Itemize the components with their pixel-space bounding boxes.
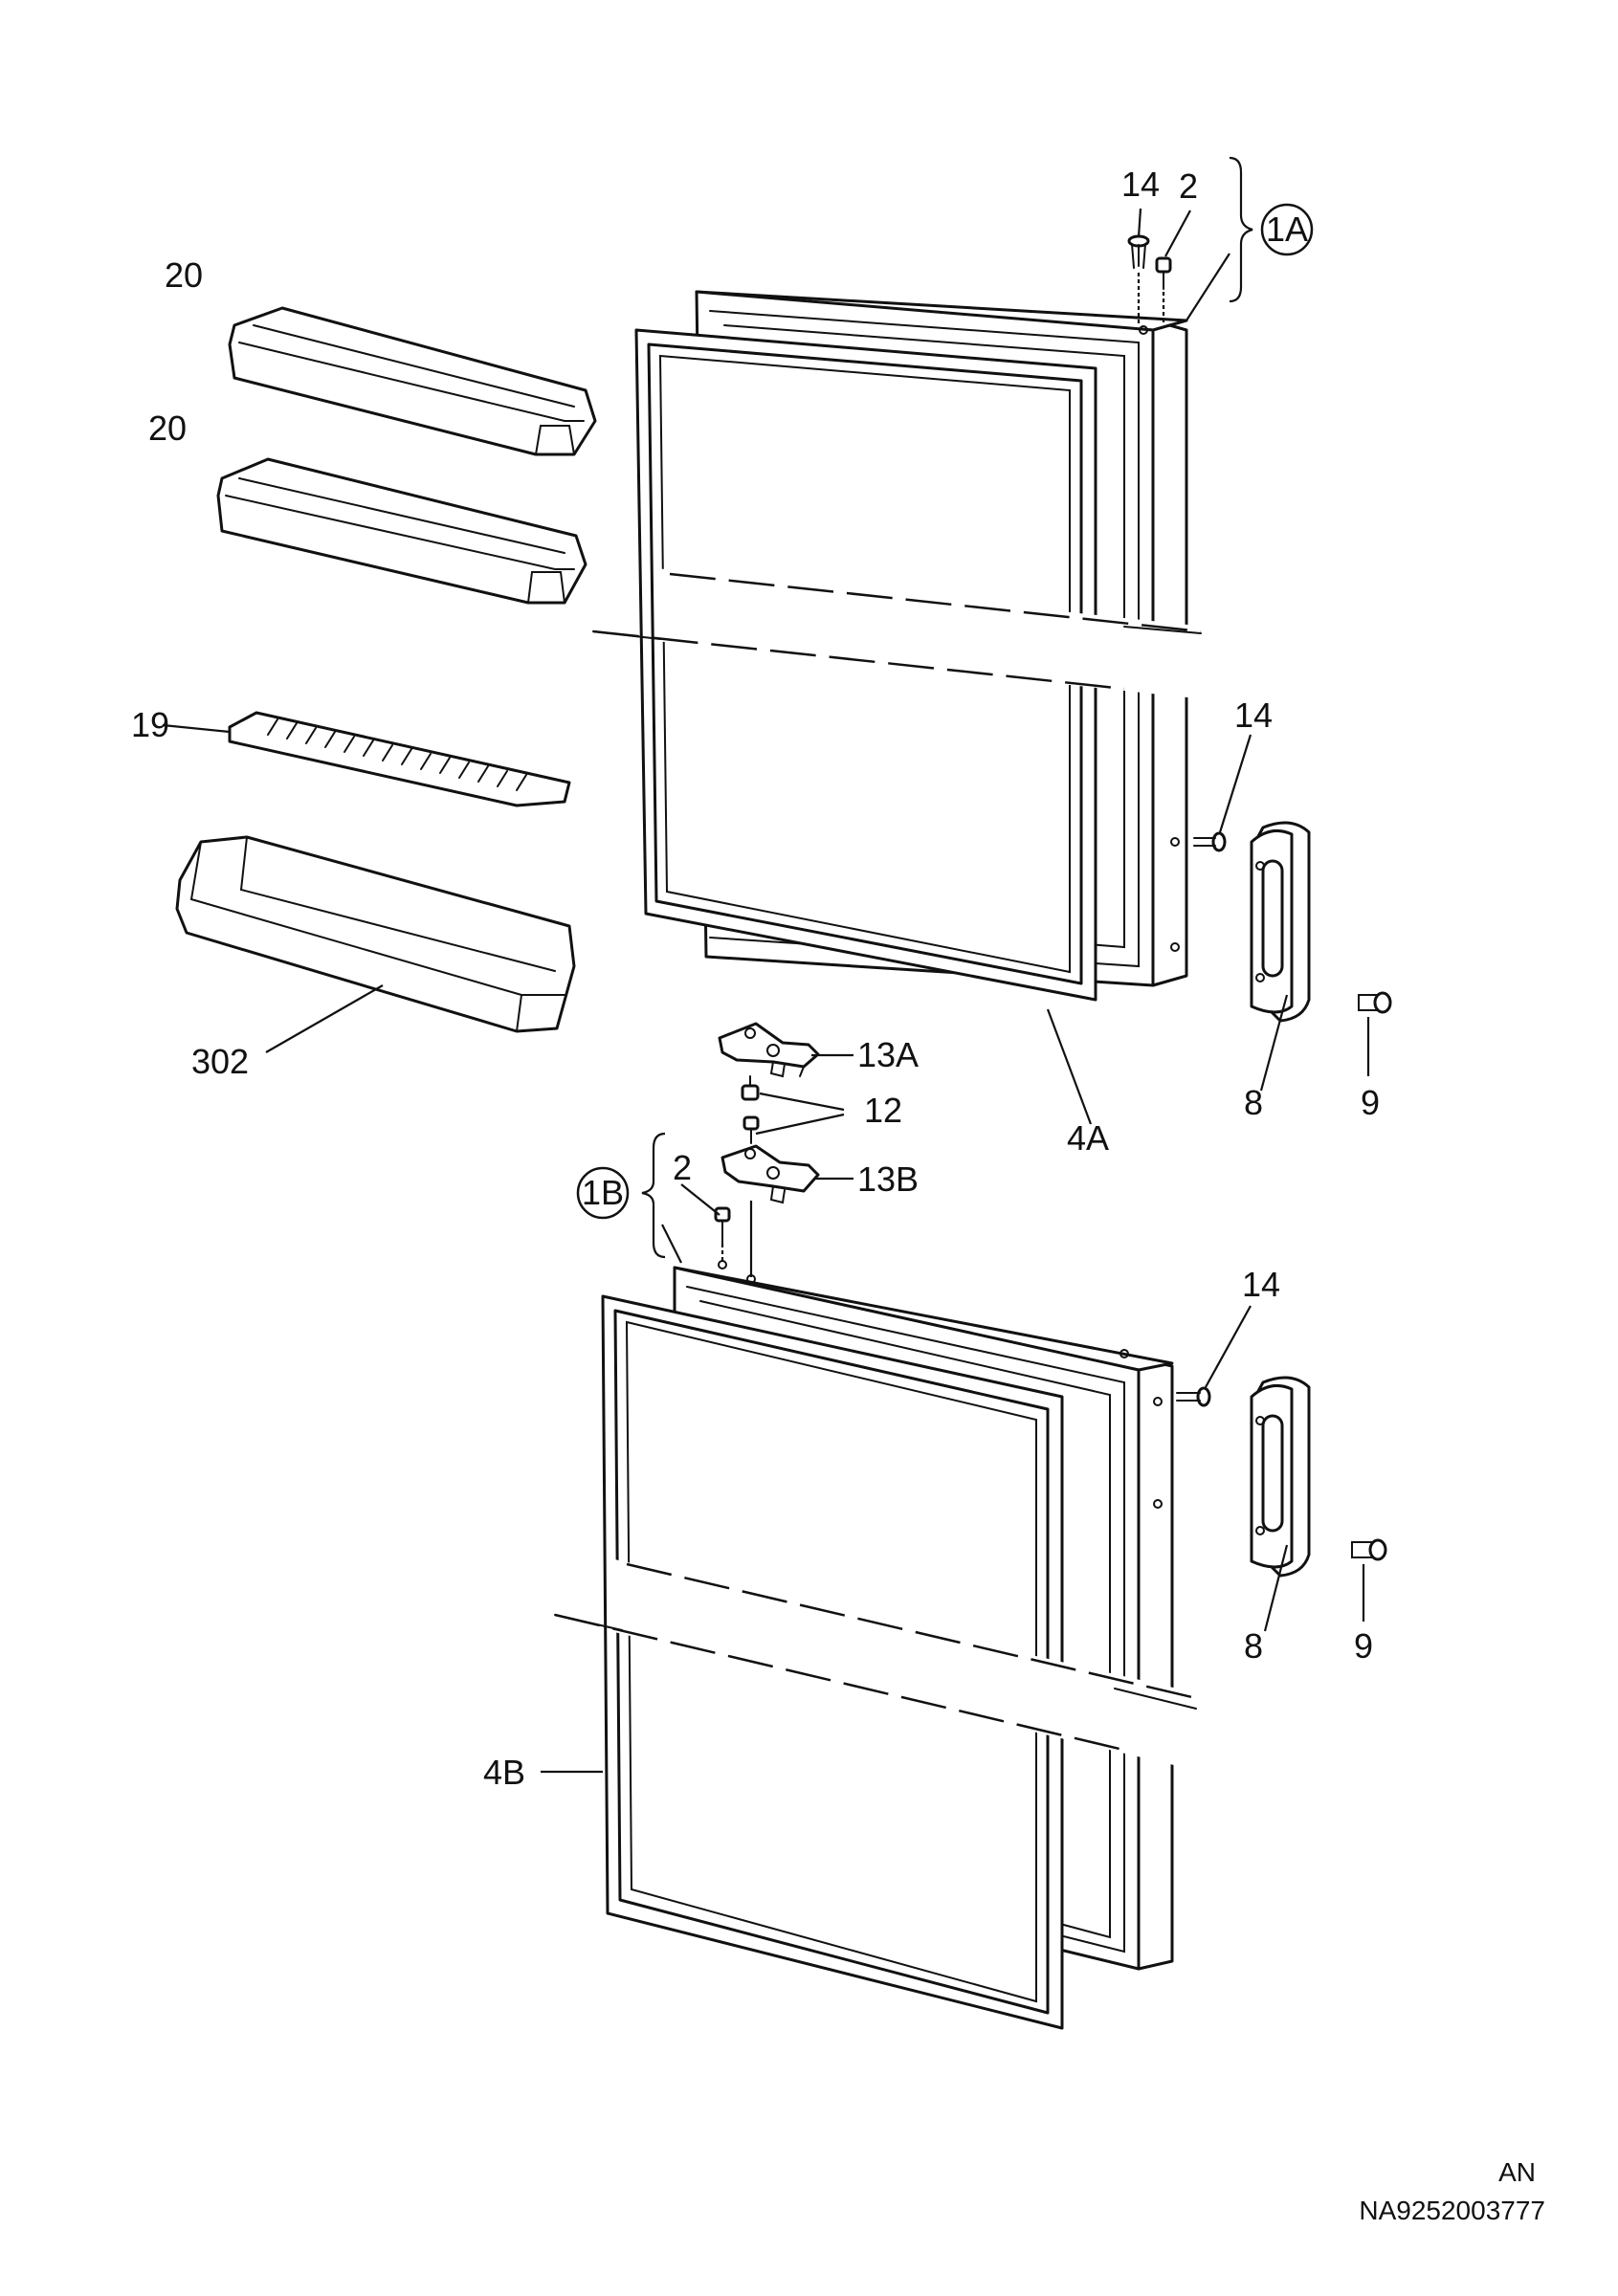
group-1b-circle (576, 1166, 630, 1220)
hinge-pin-14-low (1176, 1386, 1211, 1407)
hinge-pin-14-mid (1193, 831, 1227, 852)
part-13b-label: 13B (857, 1159, 919, 1199)
screw-9-upper (1358, 991, 1392, 1014)
leader-lines (162, 208, 1370, 1774)
group-1a-circle (1260, 203, 1314, 256)
part-20a-label: 20 (165, 255, 203, 295)
part-12-label: 12 (864, 1091, 902, 1130)
hinge-13a (718, 1022, 820, 1078)
hinge-13b (720, 1144, 820, 1204)
screw-2-lower (714, 1206, 731, 1245)
part-8-upper-label: 8 (1244, 1083, 1263, 1122)
part-9-upper-label: 9 (1361, 1083, 1380, 1122)
hinge-pin-14-top (1127, 234, 1150, 269)
part-4a-label: 4A (1067, 1118, 1109, 1158)
bushing-12-bottom (743, 1115, 760, 1144)
door-bin-20-mid (216, 457, 587, 605)
door-rail-19 (228, 711, 571, 807)
group-1a-label: 1A (1266, 210, 1308, 249)
part-2-lower-label: 2 (673, 1148, 692, 1187)
brace-1a (1229, 156, 1253, 303)
door-handle-8-upper (1250, 821, 1311, 1023)
part-2-top-label: 2 (1179, 166, 1198, 206)
part-9-lower-label: 9 (1354, 1626, 1373, 1666)
door-bin-302 (175, 835, 576, 1033)
lower-door-break (554, 1558, 1197, 1771)
door-handle-8-lower (1250, 1376, 1311, 1578)
part-14-top-label: 14 (1121, 165, 1160, 204)
part-8-lower-label: 8 (1244, 1626, 1263, 1666)
part-14-mid-label: 14 (1234, 695, 1273, 735)
brace-1b (641, 1132, 666, 1259)
part-19-label: 19 (131, 705, 169, 744)
drawing-code: NA9252003777 (1359, 2196, 1545, 2225)
bushing-12-top (741, 1075, 760, 1101)
screw-9-lower (1351, 1538, 1387, 1561)
part-302-label: 302 (191, 1042, 249, 1081)
part-20b-label: 20 (148, 408, 187, 448)
upper-door-gasket (634, 328, 1097, 1002)
part-14-low-label: 14 (1242, 1265, 1280, 1304)
group-1b-label: 1B (582, 1173, 624, 1212)
part-13a-label: 13A (857, 1035, 919, 1074)
part-4b-label: 4B (483, 1753, 525, 1792)
variant-code: AN (1498, 2157, 1536, 2187)
upper-door-break (592, 568, 1202, 699)
screw-2-top (1155, 256, 1172, 290)
door-bin-20-top (228, 306, 597, 456)
